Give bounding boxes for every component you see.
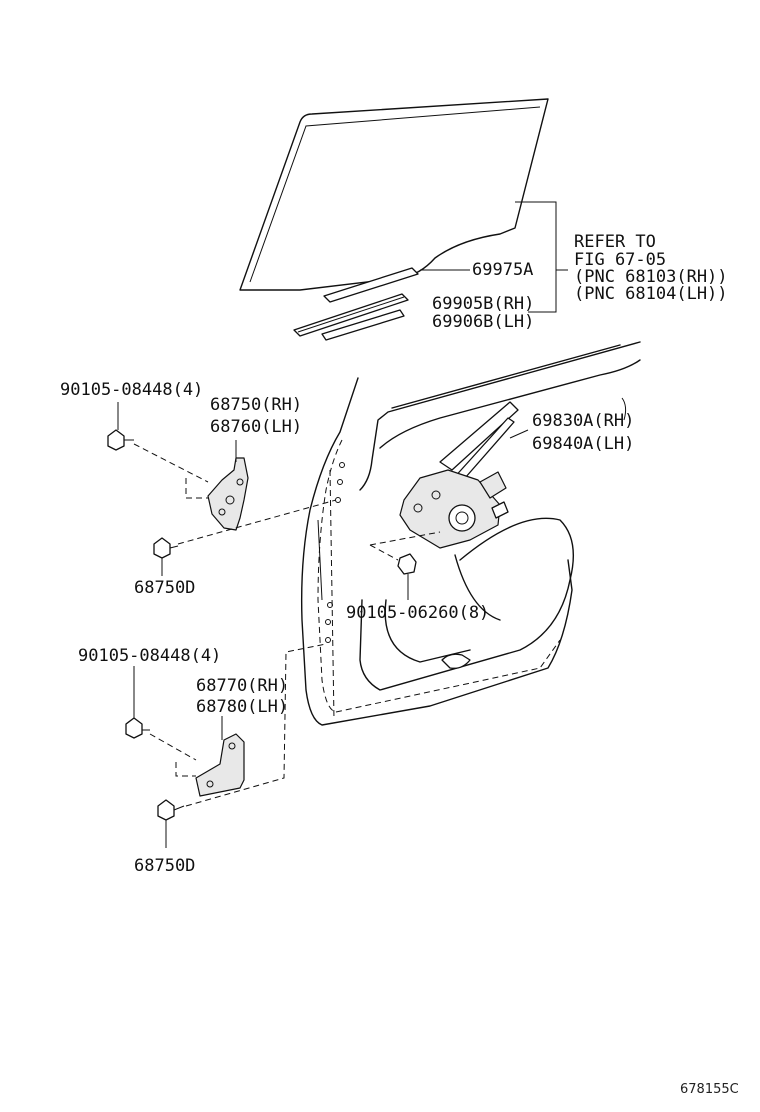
upper-hinge-bolt — [107, 402, 209, 499]
door-panel — [300, 341, 641, 726]
figure-code: 678155C — [680, 1082, 739, 1097]
label-hinge-lower-rh: 68770(RH) — [196, 676, 289, 696]
label-bolt-regulator: 90105-06260(8) — [346, 603, 490, 623]
lower-hinge-bolt — [125, 666, 197, 777]
label-69906B: 69906B(LH) — [432, 312, 535, 332]
glass-channel-69975A — [323, 267, 419, 303]
lower-hinge-nut — [157, 643, 327, 848]
refer-to-line-1: REFER TO — [574, 232, 656, 252]
upper-hinge — [207, 440, 249, 531]
refer-to-line-2: FIG 67-05 — [574, 250, 667, 270]
label-hinge-lower-lh: 68780(LH) — [196, 697, 289, 717]
label-69905B: 69905B(RH) — [432, 294, 535, 314]
lower-hinge — [195, 716, 245, 797]
label-nut-lower: 68750D — [134, 856, 196, 876]
window-regulator — [369, 397, 627, 561]
label-nut-upper: 68750D — [134, 578, 196, 598]
label-hinge-upper-rh: 68750(RH) — [210, 395, 303, 415]
upper-hinge-nut — [153, 499, 337, 576]
refer-to-line-3: (PNC 68103(RH)) — [574, 267, 728, 287]
refer-to-line-4: (PNC 68104(LH)) — [574, 284, 728, 304]
label-bolt-upper: 90105-08448(4) — [60, 380, 204, 400]
label-regulator-lh: 69840A(LH) — [532, 434, 635, 454]
label-bolt-lower: 90105-08448(4) — [78, 646, 222, 666]
label-hinge-upper-lh: 68760(LH) — [210, 417, 303, 437]
refer-bracket — [420, 201, 568, 313]
weatherstrip-69905B-69906B — [293, 293, 409, 341]
label-69975A: 69975A — [472, 260, 534, 280]
regulator-bolt — [397, 553, 417, 600]
label-regulator-rh: 69830A(RH) — [532, 411, 635, 431]
